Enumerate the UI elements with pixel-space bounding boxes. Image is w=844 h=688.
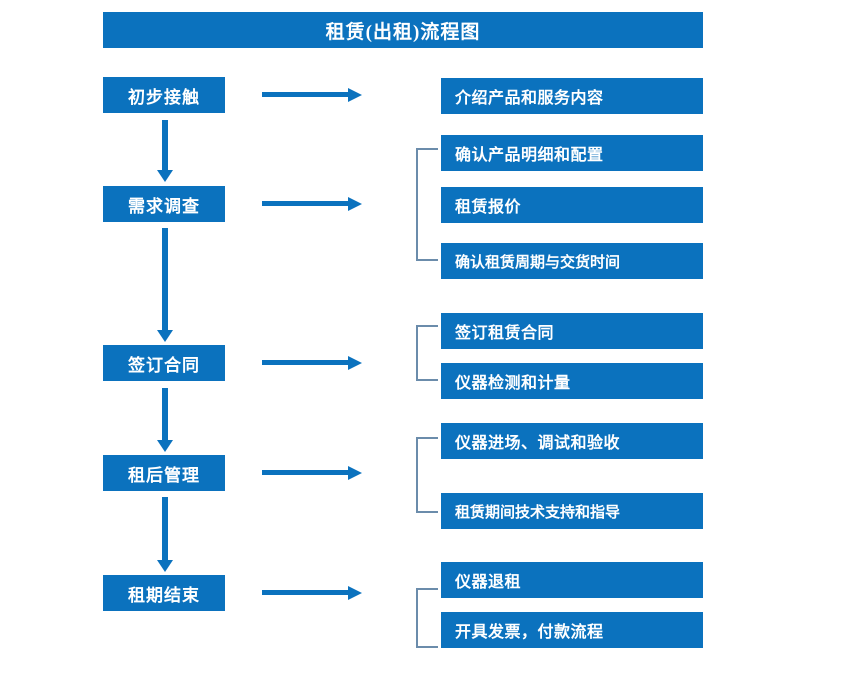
horizontal-arrow-2: [262, 196, 362, 212]
arrow-shaft: [162, 497, 168, 560]
stage-box-4[interactable]: 租后管理: [103, 455, 225, 491]
vertical-arrow-3-to-4: [157, 388, 173, 452]
group-bracket-2: [416, 148, 438, 261]
vertical-arrow-4-to-5: [157, 497, 173, 572]
arrow-shaft: [262, 470, 350, 475]
detail-box-5-2[interactable]: 开具发票，付款流程: [441, 612, 703, 648]
group-bracket-5: [416, 588, 438, 648]
horizontal-arrow-3: [262, 355, 362, 371]
stage-box-1[interactable]: 初步接触: [103, 77, 225, 113]
stage-box-3[interactable]: 签订合同: [103, 345, 225, 381]
vertical-arrow-1-to-2: [157, 120, 173, 182]
horizontal-arrow-5: [262, 585, 362, 601]
detail-box-2-3[interactable]: 确认租赁周期与交货时间: [441, 243, 703, 279]
arrow-head-down-icon: [157, 170, 173, 182]
horizontal-arrow-4: [262, 465, 362, 481]
chart-title: 租赁(出租)流程图: [103, 12, 703, 48]
arrow-shaft: [162, 120, 168, 170]
arrow-head-right-icon: [348, 88, 362, 102]
arrow-head-right-icon: [348, 586, 362, 600]
arrow-head-right-icon: [348, 197, 362, 211]
arrow-shaft: [262, 92, 350, 97]
group-bracket-4: [416, 437, 438, 513]
arrow-head-down-icon: [157, 440, 173, 452]
detail-box-3-2[interactable]: 仪器检测和计量: [441, 363, 703, 399]
arrow-shaft: [262, 201, 350, 206]
arrow-shaft: [162, 388, 168, 440]
detail-box-5-1[interactable]: 仪器退租: [441, 562, 703, 598]
detail-box-2-1[interactable]: 确认产品明细和配置: [441, 135, 703, 171]
arrow-shaft: [262, 360, 350, 365]
arrow-head-down-icon: [157, 330, 173, 342]
detail-box-1-1[interactable]: 介绍产品和服务内容: [441, 78, 703, 114]
detail-box-4-2[interactable]: 租赁期间技术支持和指导: [441, 493, 703, 529]
detail-box-2-2[interactable]: 租赁报价: [441, 187, 703, 223]
vertical-arrow-2-to-3: [157, 228, 173, 342]
arrow-head-right-icon: [348, 356, 362, 370]
group-bracket-3: [416, 325, 438, 381]
arrow-head-right-icon: [348, 466, 362, 480]
horizontal-arrow-1: [262, 87, 362, 103]
stage-box-2[interactable]: 需求调查: [103, 186, 225, 222]
arrow-shaft: [262, 590, 350, 595]
arrow-head-down-icon: [157, 560, 173, 572]
arrow-shaft: [162, 228, 168, 330]
detail-box-4-1[interactable]: 仪器进场、调试和验收: [441, 423, 703, 459]
stage-box-5[interactable]: 租期结束: [103, 575, 225, 611]
detail-box-3-1[interactable]: 签订租赁合同: [441, 313, 703, 349]
